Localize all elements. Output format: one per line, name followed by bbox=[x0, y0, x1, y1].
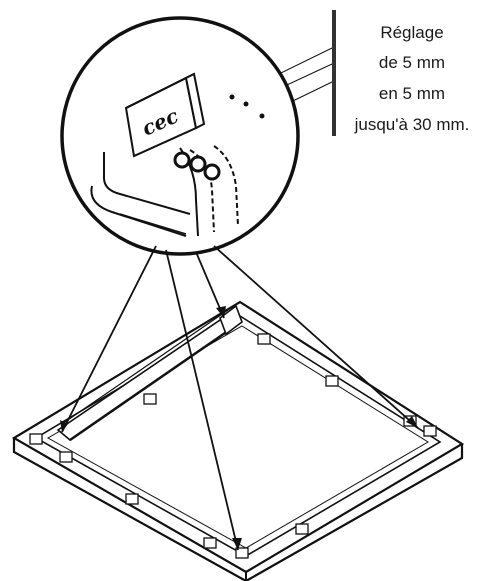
annotation-line-1: Réglage bbox=[380, 23, 443, 42]
annotation-block: Réglage de 5 mm en 5 mm jusqu'à 30 mm. bbox=[332, 10, 469, 136]
clip-4 bbox=[423, 425, 437, 437]
detail-magnifier: cec bbox=[60, 16, 300, 256]
position-mark-2 bbox=[243, 101, 249, 107]
arrow-heads bbox=[60, 306, 418, 550]
arrow-head-4 bbox=[406, 416, 418, 428]
screw-hole-1 bbox=[173, 151, 191, 169]
screw-hole-3 bbox=[203, 163, 221, 181]
clip-11 bbox=[235, 547, 249, 559]
clip-10 bbox=[295, 523, 309, 535]
screw-hole-2 bbox=[189, 155, 207, 173]
bracket-edge bbox=[119, 213, 187, 235]
clip-5 bbox=[29, 433, 43, 445]
rail-dark-edge bbox=[69, 322, 239, 442]
rail-dashed-2 bbox=[213, 145, 239, 227]
clip-1 bbox=[257, 333, 271, 345]
pointer-arrow-3 bbox=[195, 251, 225, 319]
pointer-arrow-4 bbox=[213, 245, 419, 429]
arrow-head-3 bbox=[216, 306, 226, 318]
stamp-plate-side bbox=[184, 72, 206, 130]
pointer-arrows bbox=[61, 245, 419, 551]
clip-7 bbox=[125, 493, 139, 505]
annotation-line-4: jusqu'à 30 mm. bbox=[354, 115, 470, 134]
clip-9 bbox=[143, 393, 157, 405]
clip-8 bbox=[203, 537, 217, 549]
position-mark-1 bbox=[229, 94, 235, 100]
position-mark-3 bbox=[259, 113, 265, 119]
annotation-line-3: en 5 mm bbox=[379, 84, 445, 103]
screw-holes bbox=[173, 151, 221, 181]
bracket-outline-lower bbox=[90, 185, 187, 237]
frame-outer-thickness bbox=[12, 438, 464, 581]
arrow-head-1 bbox=[60, 420, 68, 432]
clip-6 bbox=[59, 451, 73, 463]
position-marks bbox=[229, 94, 265, 119]
frame-outer-top bbox=[11, 300, 465, 574]
corner-bracket bbox=[219, 304, 243, 336]
arrow-head-2 bbox=[232, 538, 242, 550]
bracket-outline-outer bbox=[103, 152, 191, 215]
frame bbox=[11, 300, 465, 581]
pointer-arrow-1 bbox=[61, 245, 157, 433]
clip-2 bbox=[325, 375, 339, 387]
pointer-arrow-2 bbox=[165, 249, 239, 551]
annotation-line-2: de 5 mm bbox=[379, 53, 445, 72]
rail-back-edge bbox=[61, 309, 229, 425]
annotation-bar bbox=[332, 10, 336, 136]
